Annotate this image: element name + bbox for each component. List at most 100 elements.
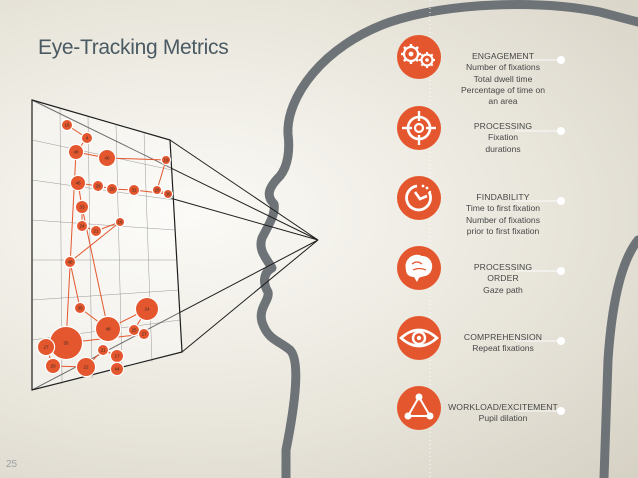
fixation-point: 24 [134, 296, 160, 322]
icon-badge [397, 35, 441, 79]
fixation-point: 27 [137, 327, 151, 341]
metric-detail: durations [485, 143, 521, 154]
fixation-label: 48 [105, 327, 111, 332]
fixation-point: 36 [162, 188, 174, 200]
fixation-point: 20 [44, 357, 62, 375]
connector-dot [557, 197, 565, 205]
fixation-label: 20 [109, 187, 115, 192]
fixation-circle [96, 317, 120, 341]
triangle-nodes-icon [397, 386, 441, 430]
fixation-label: 20 [50, 364, 56, 369]
fixation-label: 48 [67, 260, 73, 265]
fixation-circle [111, 363, 123, 375]
fixation-circle [77, 221, 87, 231]
fixation-circle [111, 350, 123, 362]
fixation-point: 48 [63, 255, 77, 269]
fixation-label: 21 [100, 348, 106, 353]
fixation-point: 48 [67, 143, 85, 161]
metric-detail: Number of fixations [465, 62, 541, 73]
fixation-circle [50, 327, 82, 359]
fixation-point: 33 [74, 199, 90, 215]
metric-detail: Total dwell time [473, 73, 533, 84]
metric-detail: Fixation [487, 132, 519, 143]
fixation-circle [71, 176, 85, 190]
fixation-circle [38, 339, 54, 355]
fixation-point: 35 [48, 325, 84, 361]
slide-title: Eye-Tracking Metrics [38, 36, 229, 59]
fixation-point: 48 [94, 315, 122, 343]
fixation-circle [75, 303, 85, 313]
fixation-label: 46 [75, 181, 81, 186]
metric-detail: Repeat fixations [472, 343, 534, 354]
fixation-circle [164, 190, 172, 198]
connector-dot [557, 56, 565, 64]
metric-title: PROCESSING [473, 121, 533, 131]
metric-connectors [515, 56, 565, 415]
fixation-label: 24 [79, 224, 85, 229]
icon-badge [397, 106, 441, 150]
fixation-label: 27 [141, 332, 147, 337]
fixation-circle [136, 298, 158, 320]
fixation-point: 35 [73, 301, 87, 315]
fixation-label: 17 [114, 354, 120, 359]
icon-badge [397, 386, 441, 430]
fixation-circle [99, 150, 115, 166]
fixation-circle [107, 184, 117, 194]
fixation-label: 36 [165, 192, 171, 197]
fixation-point: 16 [60, 118, 74, 132]
fixation-point: 28 [151, 184, 163, 196]
fixation-circle [116, 218, 124, 226]
metric-detail: Time to first fixation [465, 203, 541, 214]
crosshair-icon [397, 106, 441, 150]
fixation-point: 21 [96, 343, 110, 357]
fixation-circle [46, 359, 60, 373]
fixation-circle [77, 358, 95, 376]
fixation-point: 46 [69, 174, 87, 192]
fixation-circle [162, 156, 170, 164]
fixation-label: 31 [131, 188, 137, 193]
gaze-segment [69, 221, 121, 263]
fixation-label: 27 [43, 345, 49, 350]
fixation-circle [153, 186, 161, 194]
fixation-label: 25 [131, 328, 137, 333]
fixation-point: 27 [36, 337, 56, 357]
fixation-point: 44 [109, 361, 125, 377]
eye-icon [397, 316, 441, 360]
fixation-label: 16 [117, 220, 123, 225]
metric-title: FINDABILITY [476, 192, 530, 202]
fixation-circle [91, 226, 101, 236]
fixation-label: 28 [154, 188, 160, 193]
fixation-circle [65, 257, 75, 267]
gears-icon [397, 35, 441, 79]
fixation-point: 16 [114, 216, 126, 228]
fixation-label: 24 [144, 307, 150, 312]
fixation-label: 44 [114, 367, 120, 372]
page-number: 25 [6, 459, 18, 470]
connector-dot [557, 407, 565, 415]
fixation-circle [76, 201, 88, 213]
metric-detail: an area [488, 96, 518, 107]
fixation-circle [139, 329, 149, 339]
gaze-segment [106, 157, 167, 161]
connector-dot [557, 337, 565, 345]
fixation-circle [129, 325, 139, 335]
metric-title: ENGAGEMENT [471, 51, 535, 61]
metric-detail: Percentage of time on [460, 84, 546, 95]
gaze-segment [156, 159, 167, 191]
fixation-label: 19 [163, 158, 169, 163]
fixation-circle [82, 133, 92, 143]
fixation-label: 22 [83, 365, 89, 370]
fixation-label: 33 [79, 205, 85, 210]
connector-dot [557, 267, 565, 275]
fixation-label: 29 [95, 184, 101, 189]
fixation-label: 48 [73, 150, 79, 155]
stopwatch-icon [397, 176, 441, 220]
fixation-point: 17 [109, 348, 125, 364]
fixation-label: 16 [64, 123, 70, 128]
